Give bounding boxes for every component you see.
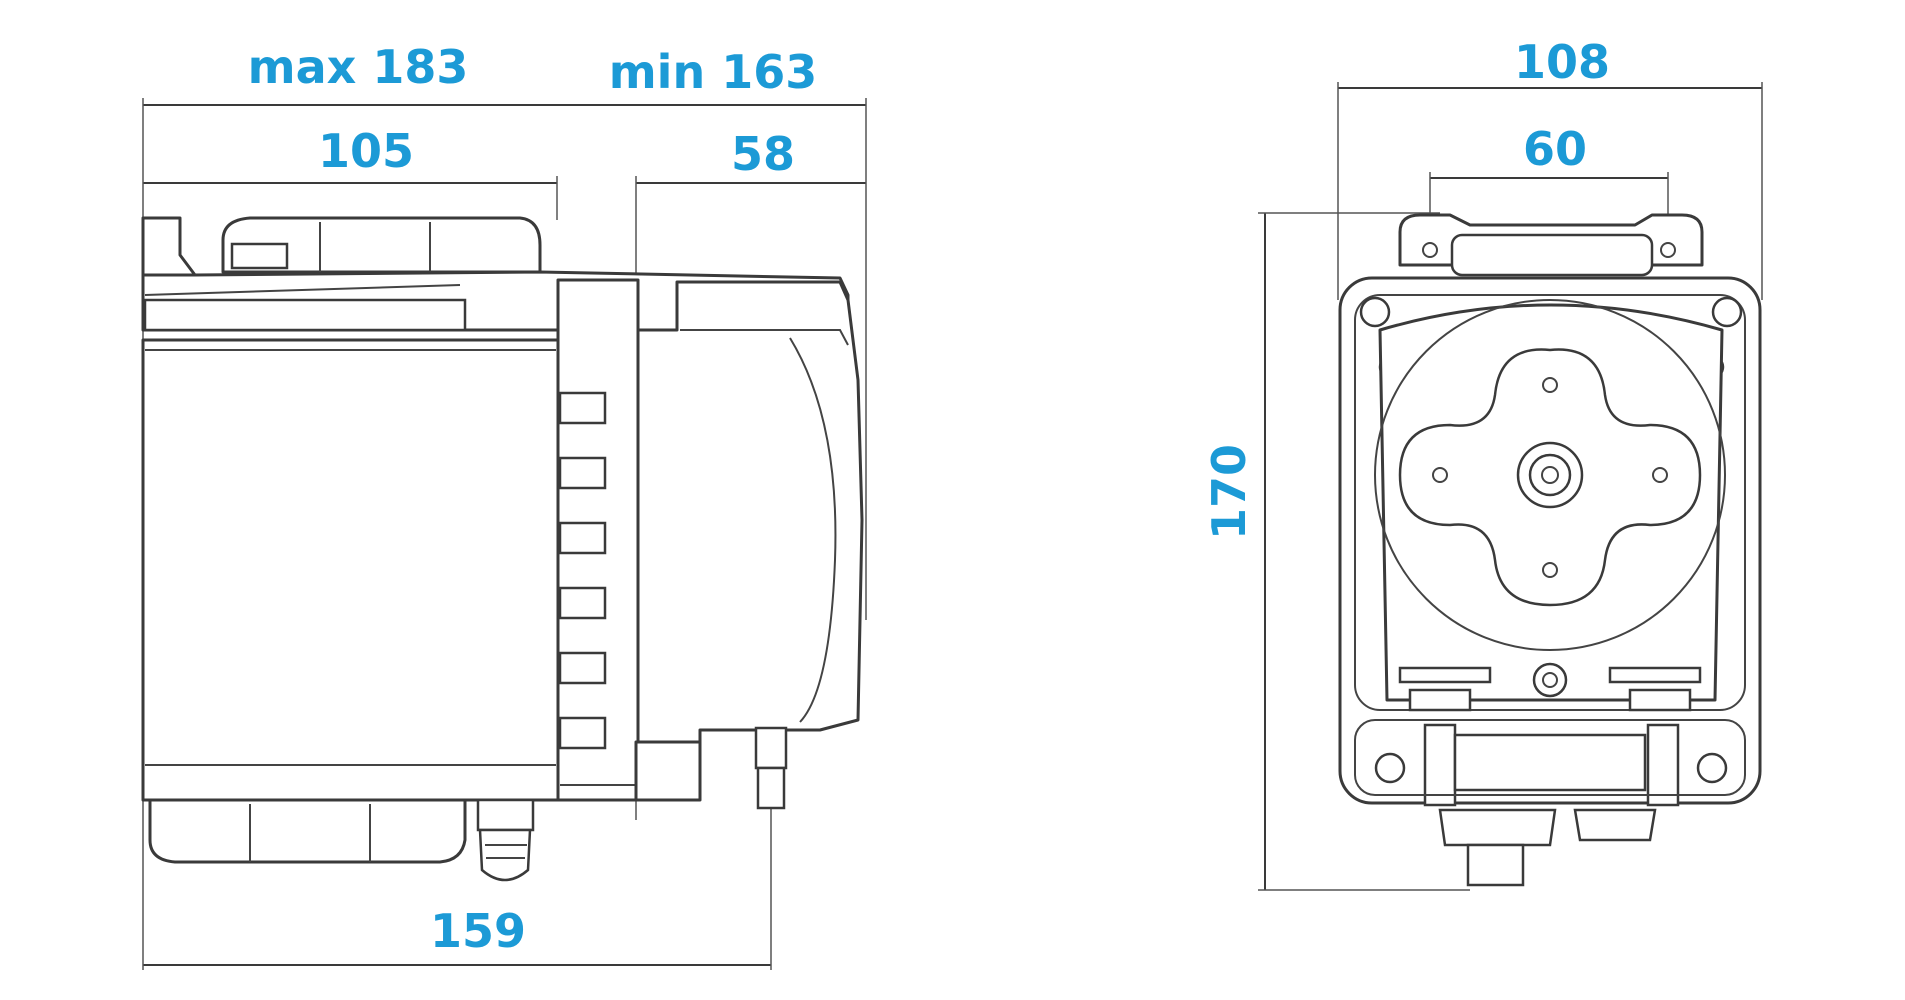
front-dimension-lines <box>1258 82 1763 891</box>
side-view: max 183 min 163 105 58 159 <box>141 40 867 970</box>
pump-front-outline <box>1338 213 1762 887</box>
dim-170: 170 <box>1202 444 1256 540</box>
dim-105: 105 <box>318 124 414 178</box>
pump-side-outline <box>141 216 864 882</box>
front-view: 108 60 170 <box>1202 35 1763 891</box>
dim-min-163: min 163 <box>609 45 817 99</box>
dim-108: 108 <box>1514 35 1610 89</box>
dim-58: 58 <box>731 127 795 181</box>
mount-hole-left <box>1422 242 1438 258</box>
mount-hole-right <box>1660 242 1676 258</box>
dim-60: 60 <box>1523 122 1587 176</box>
dim-159: 159 <box>430 904 526 958</box>
dim-max-183: max 183 <box>248 40 469 94</box>
